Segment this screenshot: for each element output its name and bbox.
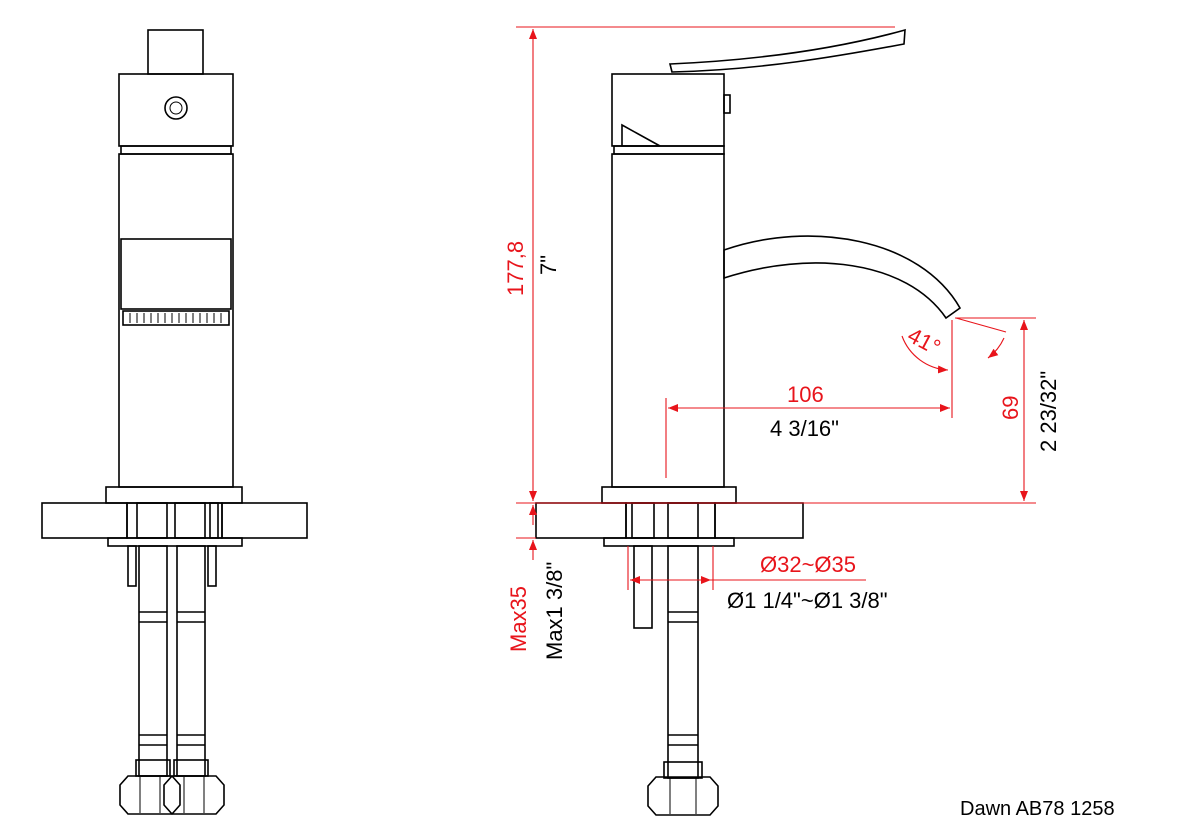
side-washer xyxy=(603,537,735,547)
side-base xyxy=(601,486,737,504)
side-hex-nut xyxy=(647,776,719,816)
front-view xyxy=(41,29,308,815)
spout-reach-in-label: 4 3/16" xyxy=(770,416,839,441)
side-body xyxy=(611,153,725,488)
total-height-in-label: 7" xyxy=(536,255,561,275)
front-washer xyxy=(107,537,243,547)
side-handle-lever xyxy=(668,28,906,73)
spout-height-mm-label: 69 xyxy=(998,396,1023,420)
side-view xyxy=(535,28,962,816)
front-handle-lever xyxy=(147,29,204,75)
deck-thickness-in-label: Max1 3/8" xyxy=(542,562,567,660)
side-spout xyxy=(723,235,962,320)
side-countertop-left xyxy=(535,502,627,539)
front-handle-screw xyxy=(164,96,188,120)
spout-angle-label: 41° xyxy=(904,322,945,360)
side-handle-block xyxy=(611,73,725,147)
front-supply-hoses xyxy=(127,545,217,777)
front-handle-block xyxy=(118,73,234,147)
front-aerator-grid xyxy=(122,310,230,326)
spout-height-in-label: 2 23/32" xyxy=(1036,371,1061,452)
hole-diameter-in-label: Ø1 1/4"~Ø1 3/8" xyxy=(727,588,888,613)
spout-reach-mm-label: 106 xyxy=(787,382,824,407)
front-aerator-window xyxy=(120,238,232,310)
front-countertop-right xyxy=(221,502,308,539)
front-hex-nuts xyxy=(119,775,225,815)
total-height-mm-label: 177,8 xyxy=(503,241,528,296)
hole-diameter-mm-label: Ø32~Ø35 xyxy=(760,552,856,577)
side-countertop-right xyxy=(714,502,804,539)
dimension-lines xyxy=(516,26,1036,590)
front-countertop-left xyxy=(41,502,128,539)
front-collar xyxy=(120,145,232,155)
deck-thickness-mm-label: Max35 xyxy=(506,586,531,652)
side-supply-hose xyxy=(667,545,699,779)
front-base xyxy=(105,486,243,504)
side-collar xyxy=(613,145,725,155)
front-body xyxy=(118,153,234,488)
model-caption: Dawn AB78 1258 xyxy=(960,798,1115,820)
side-threaded-rod xyxy=(633,545,653,629)
